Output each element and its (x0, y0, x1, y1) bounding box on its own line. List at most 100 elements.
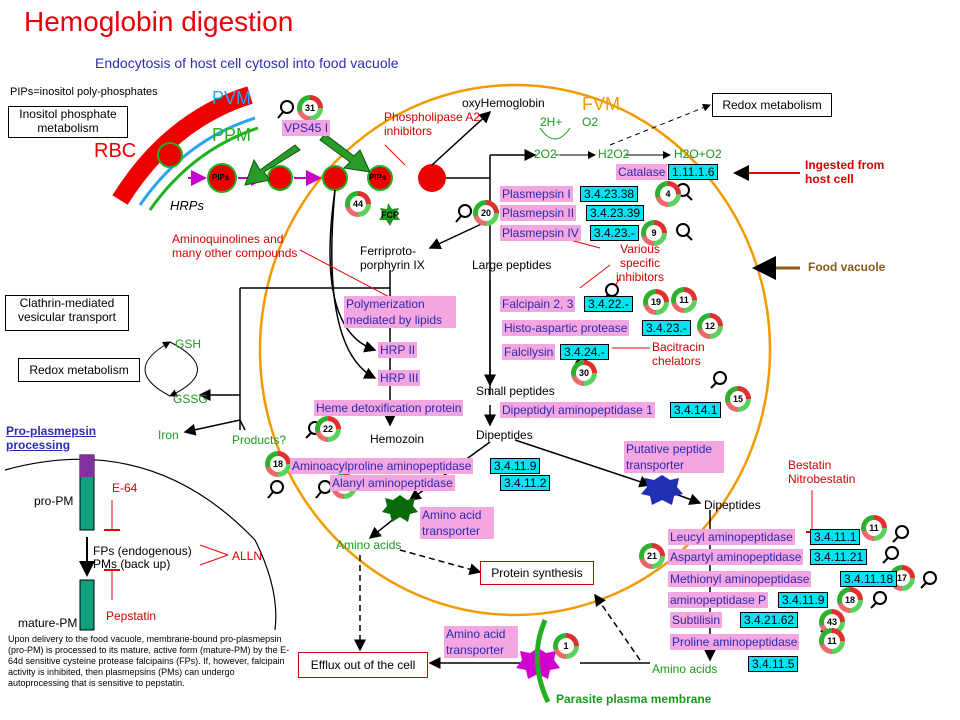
bacitracin-label: Bacitracin chelators (652, 340, 705, 368)
redox-top-box: Redox metabolism (712, 93, 832, 117)
protein-synthesis-box: Protein synthesis (480, 561, 594, 585)
evidence-count-badge: 15 (725, 386, 751, 412)
badge-count: 15 (730, 391, 746, 407)
pro-pm-paragraph: Upon delivery to the food vacuole, membr… (8, 634, 290, 688)
evidence-count-badge: 22 (315, 416, 341, 442)
vesicle (322, 165, 348, 191)
enzyme-name: Polymerization mediated by lipids (344, 296, 456, 328)
small-peptides-label: Small peptides (476, 384, 555, 398)
enzyme-name: HRP II (378, 342, 418, 358)
bestatin-label: Bestatin Nitrobestatin (788, 458, 856, 486)
efflux-box: Efflux out of the cell (298, 652, 428, 678)
enzyme-name: Methionyl aminopeptidase (668, 571, 812, 587)
amino-acids-label-2: Amino acids (652, 662, 718, 676)
vesicle (367, 165, 393, 191)
vesicle (267, 165, 293, 191)
gssg-label: GSSG (173, 392, 208, 406)
enzyme-name: Aminoacylproline aminopeptidase (290, 458, 474, 474)
enzyme-name: Catalase (616, 164, 668, 180)
two-o2-label: 2O2- (534, 147, 561, 161)
badge-count: 18 (270, 456, 286, 472)
pro-pm-compartment (4, 458, 277, 631)
enzyme-name: Plasmepsin IV (500, 225, 581, 241)
evidence-count-badge: 20 (473, 200, 499, 226)
ec-number: 1.11.1.6 (668, 164, 719, 180)
badge-count: 9 (646, 225, 662, 241)
aa-transporter-label: Amino acid transporter (420, 507, 494, 539)
evidence-count-badge: 18 (837, 587, 863, 613)
badge-count: 12 (702, 318, 718, 334)
redox-left-box: Redox metabolism (18, 358, 140, 382)
oxyhemoglobin-label: oxyHemoglobin (462, 96, 545, 110)
enzyme-name: HRP III (378, 370, 421, 386)
fcp-star (379, 203, 400, 226)
enzyme-name: Leucyl aminopeptidase (668, 529, 795, 545)
vesicle (207, 163, 237, 193)
enzyme-name: Falcilysin (502, 344, 556, 360)
badge-count: 18 (842, 592, 858, 608)
badge-count: 4 (660, 186, 676, 202)
pms-label: PMs (back up) (93, 557, 171, 571)
iron-label: Iron (158, 428, 179, 442)
parasite-plasma-membrane (534, 619, 551, 704)
mature-pm-label: mature-PM (18, 616, 78, 630)
various-inhibitors-label: Various specific inhibitors (615, 242, 665, 284)
ec-number: 3.4.11.9 (778, 592, 829, 608)
badge-count: 30 (576, 365, 592, 381)
rbc-membrane (112, 86, 253, 205)
evidence-count-badge: 21 (639, 543, 665, 569)
vesicle (418, 164, 446, 192)
putative-transporter-label: Putative peptide transporter (624, 441, 724, 473)
page-title: Hemoglobin digestion (24, 6, 294, 37)
badge-count: 20 (478, 205, 494, 221)
pepstatin-label: Pepstatin (106, 609, 157, 623)
large-peptides-label: Large peptides (472, 258, 552, 272)
enzyme-name: Alanyl aminopeptidase (330, 475, 455, 491)
evidence-count-badge: 30 (571, 360, 597, 386)
evidence-count-badge: 11 (819, 628, 845, 654)
evidence-count-badge: 44 (345, 191, 371, 217)
aa-transporter-label-2: Amino acid transporter (444, 626, 518, 658)
evidence-count-badge: 9 (641, 220, 667, 246)
pro-pm-label: pro-PM (34, 494, 74, 508)
enzyme-name: Subtilisin (670, 612, 723, 628)
ec-number: 3.4.11.1 (810, 529, 861, 545)
pips-note: PIPs=inositol poly-phosphates (10, 86, 158, 98)
pvm-membrane (138, 116, 256, 206)
badge-count: 17 (894, 570, 910, 586)
vps45-label: VPS45 I (282, 120, 331, 136)
badge-count: 1 (558, 638, 574, 654)
fvm-label: FVM (582, 94, 620, 114)
badge-count: 43 (824, 614, 840, 630)
ec-number: 3.4.11.21 (810, 549, 868, 565)
ppm-membrane (148, 126, 259, 211)
ec-number: 3.4.22.- (584, 296, 633, 312)
ec-number: 3.4.11.9 (490, 458, 541, 474)
evidence-count-badge: 18 (265, 451, 291, 477)
ec-number: 3.4.11.18 (840, 571, 898, 587)
inositol-box: Inositol phosphate metabolism (8, 106, 128, 138)
peptide-transporter-star (641, 475, 683, 505)
page-subtitle: Endocytosis of host cell cytosol into fo… (95, 55, 399, 71)
enzyme-name: Plasmepsin II (500, 205, 577, 221)
evidence-count-badge: 19 (643, 289, 669, 315)
pla2-label: Phospholipase A2 inhibitors (384, 110, 481, 138)
products-label: Products? (232, 433, 287, 447)
enzyme-name: aminopeptidase P (668, 592, 769, 608)
badge-count: 11 (866, 520, 882, 536)
evidence-count-badge: 11 (671, 287, 697, 313)
evidence-count-badge: 1 (553, 633, 579, 659)
ec-number: 3.4.23.38 (580, 186, 639, 202)
ec-number: 3.4.23.39 (586, 205, 645, 221)
aminoquinolines-label: Aminoquinolines and many other compounds (172, 232, 298, 260)
gsh-label: GSH (175, 337, 202, 351)
enzyme-name: Dipeptidyl aminopeptidase 1 (500, 402, 655, 418)
ppm-label: PPM (212, 125, 252, 145)
evidence-count-badge: 12 (697, 313, 723, 339)
enzyme-name: Aspartyl aminopeptidase (668, 549, 804, 565)
hemozoin-label: Hemozoin (370, 432, 425, 446)
badge-count: 21 (644, 548, 660, 564)
food-vacuole-membrane (258, 83, 772, 617)
enzyme-name: Falcipain 2, 3 (500, 296, 576, 312)
e64-label: E-64 (112, 481, 138, 495)
